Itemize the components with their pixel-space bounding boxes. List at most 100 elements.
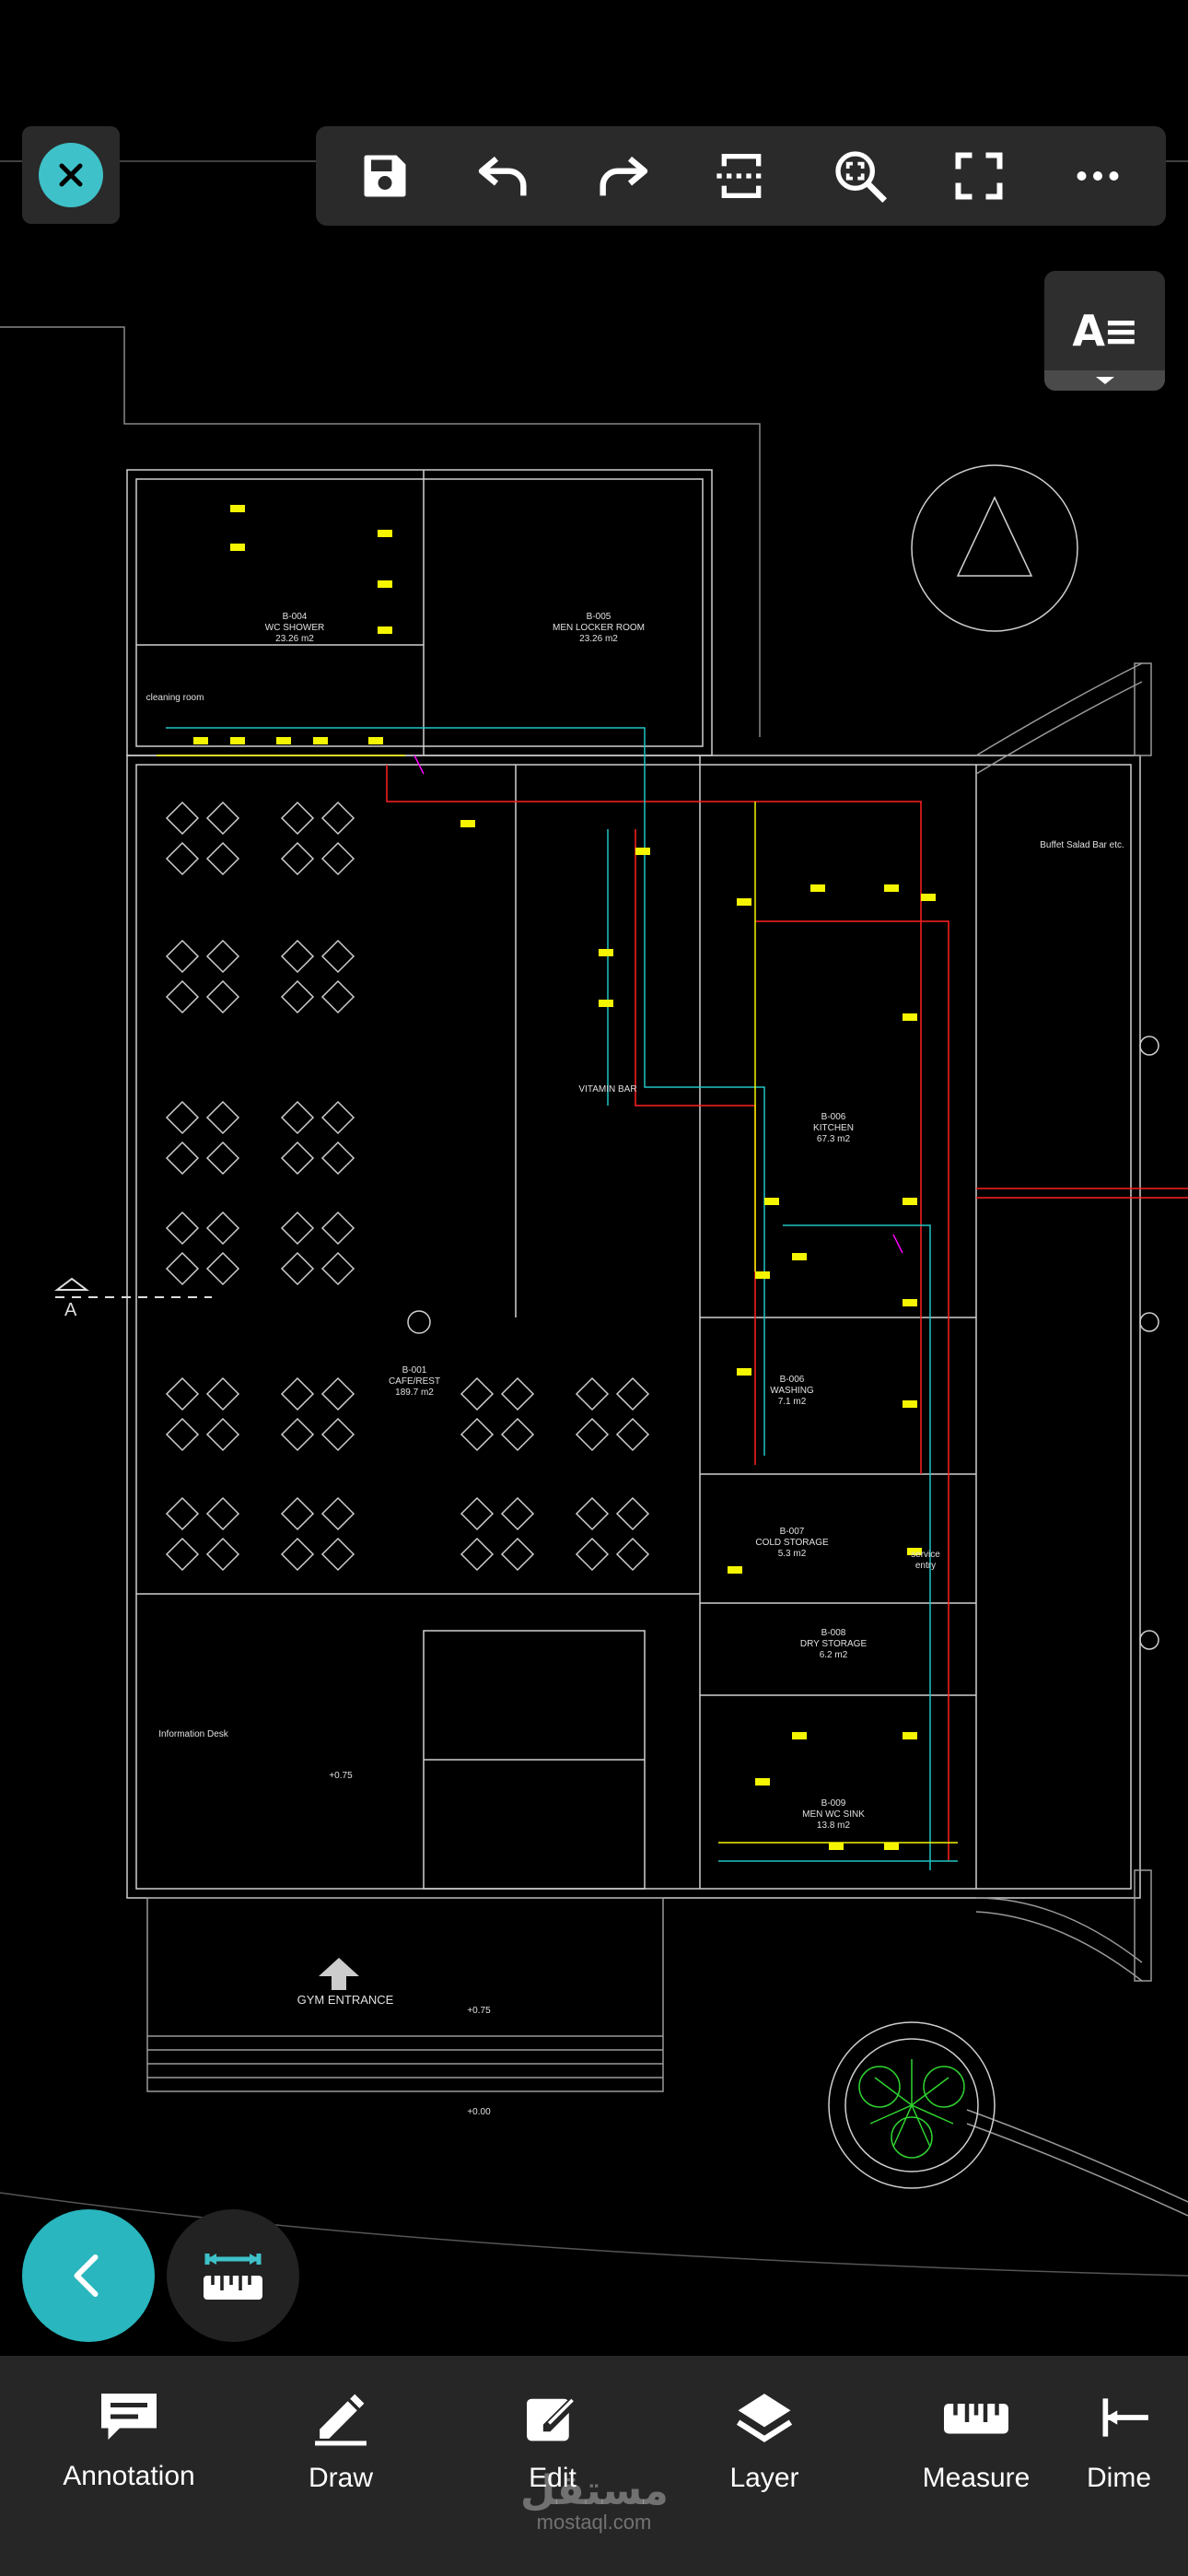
- section-marker: A: [54, 1277, 212, 1320]
- dining-table: [205, 1376, 240, 1411]
- back-button[interactable]: [22, 2209, 155, 2342]
- dining-table: [320, 939, 355, 974]
- dining-table: [205, 1141, 240, 1176]
- redo-button[interactable]: [581, 135, 664, 217]
- dining-table: [280, 1211, 315, 1246]
- dining-table: [280, 1417, 315, 1452]
- dining-table: [460, 1376, 495, 1411]
- save-icon: [364, 155, 405, 197]
- label-gym-entrance: GYM ENTRANCE: [297, 1993, 394, 2007]
- dining-table: [280, 801, 315, 836]
- layer-tab[interactable]: Layer: [672, 2389, 856, 2494]
- zoom-extents-button[interactable]: [819, 135, 902, 217]
- close-button[interactable]: [22, 126, 120, 224]
- fixture-marker: [907, 1548, 922, 1555]
- dining-table: [280, 1251, 315, 1286]
- dining-table: [280, 1100, 315, 1135]
- dining-table: [165, 1251, 200, 1286]
- label-info-desk: Information Desk: [158, 1729, 229, 1739]
- dining-table: [615, 1496, 650, 1531]
- dining-table: [320, 801, 355, 836]
- dining-table: [575, 1376, 610, 1411]
- fixture-marker: [378, 626, 392, 634]
- annotation-icon: [101, 2394, 157, 2440]
- dining-table: [165, 1211, 200, 1246]
- draw-label: Draw: [308, 2463, 373, 2493]
- dining-table: [165, 1417, 200, 1452]
- undo-button[interactable]: [462, 135, 545, 217]
- more-button[interactable]: [1056, 135, 1139, 217]
- fullscreen-button[interactable]: [938, 135, 1020, 217]
- dining-table: [165, 979, 200, 1014]
- chevron-down-icon: [1044, 370, 1165, 391]
- dining-table: [205, 1417, 240, 1452]
- fixture-marker: [230, 737, 245, 744]
- watermark: مستقل mostaql.com: [520, 2467, 669, 2535]
- fixture-marker: [230, 544, 245, 551]
- draw-tab[interactable]: Draw: [249, 2389, 433, 2494]
- undo-icon: [478, 156, 527, 196]
- edit-label: Edit: [529, 2463, 577, 2493]
- dining-table: [320, 1496, 355, 1531]
- dining-table: [320, 1100, 355, 1135]
- dining-table: [500, 1376, 535, 1411]
- ruler-icon: [204, 2254, 262, 2300]
- top-toolbar: [316, 126, 1166, 226]
- measure-tab[interactable]: Measure: [884, 2389, 1068, 2494]
- quick-measure-button[interactable]: [167, 2209, 299, 2342]
- dining-table: [205, 1537, 240, 1572]
- level-b: +0.75: [467, 2006, 491, 2016]
- fixture-marker: [230, 505, 245, 512]
- dining-table: [205, 1496, 240, 1531]
- dining-table: [320, 1537, 355, 1572]
- crop-button[interactable]: [700, 135, 783, 217]
- edit-tab[interactable]: Edit: [460, 2389, 645, 2494]
- dining-table: [615, 1537, 650, 1572]
- dining-table: [205, 801, 240, 836]
- fixture-marker: [903, 1013, 917, 1021]
- dining-table: [280, 841, 315, 876]
- save-button[interactable]: [344, 135, 426, 217]
- fixture-marker: [884, 884, 899, 892]
- planter-symbol: [828, 2021, 996, 2189]
- text-style-label: A≡: [1072, 306, 1138, 356]
- dining-table: [575, 1417, 610, 1452]
- pencil-icon: [315, 2394, 367, 2446]
- level-c: +0.00: [467, 2107, 491, 2117]
- dining-table: [165, 1496, 200, 1531]
- dining-table: [205, 841, 240, 876]
- fixture-marker: [193, 737, 208, 744]
- dining-table: [280, 1496, 315, 1531]
- edit-icon: [527, 2398, 577, 2441]
- label-vitamin-bar: VITAMIN BAR: [578, 1084, 636, 1095]
- annotation-tab[interactable]: Annotation: [37, 2389, 221, 2492]
- annotation-label: Annotation: [63, 2461, 195, 2491]
- dining-table: [205, 939, 240, 974]
- fixture-marker: [903, 1198, 917, 1205]
- fixture-marker: [903, 1299, 917, 1306]
- dining-table: [615, 1376, 650, 1411]
- dimension-tab[interactable]: Dime: [1077, 2389, 1188, 2494]
- dimension-label: Dime: [1087, 2463, 1152, 2493]
- fixture-marker: [599, 949, 613, 956]
- dining-table: [165, 939, 200, 974]
- fixture-marker: [635, 848, 650, 855]
- dining-table: [575, 1496, 610, 1531]
- dining-table: [205, 1251, 240, 1286]
- text-style-button[interactable]: A≡: [1044, 271, 1165, 391]
- dining-table: [280, 939, 315, 974]
- watermark-arabic: مستقل: [520, 2467, 669, 2514]
- fixture-marker: [810, 884, 825, 892]
- fixture-marker: [903, 1732, 917, 1739]
- dining-table: [280, 979, 315, 1014]
- dining-table: [500, 1496, 535, 1531]
- dining-table: [320, 979, 355, 1014]
- fixture-marker: [378, 580, 392, 588]
- fixture-marker: [737, 898, 751, 906]
- dining-table: [280, 1376, 315, 1411]
